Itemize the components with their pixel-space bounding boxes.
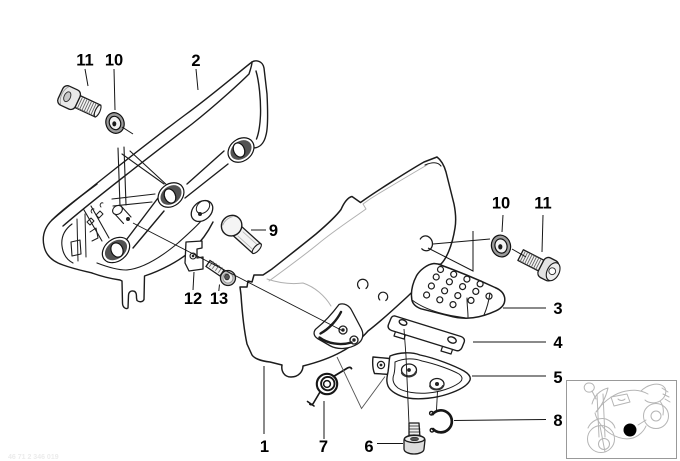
svg-text:11: 11 xyxy=(76,52,93,70)
svg-text:46 71 2 346 019: 46 71 2 346 019 xyxy=(8,454,59,461)
svg-text:8: 8 xyxy=(553,412,562,430)
svg-text:10: 10 xyxy=(105,52,123,70)
svg-text:3: 3 xyxy=(553,300,562,318)
svg-text:12: 12 xyxy=(184,290,202,308)
svg-text:2: 2 xyxy=(191,52,200,70)
svg-text:11: 11 xyxy=(534,195,551,213)
svg-text:7: 7 xyxy=(319,438,328,456)
svg-text:10: 10 xyxy=(492,195,510,213)
svg-text:6: 6 xyxy=(364,438,373,456)
svg-text:4: 4 xyxy=(553,334,563,352)
svg-text:13: 13 xyxy=(210,290,228,308)
svg-text:1: 1 xyxy=(260,438,269,456)
svg-text:5: 5 xyxy=(553,369,562,387)
svg-text:9: 9 xyxy=(269,222,278,240)
